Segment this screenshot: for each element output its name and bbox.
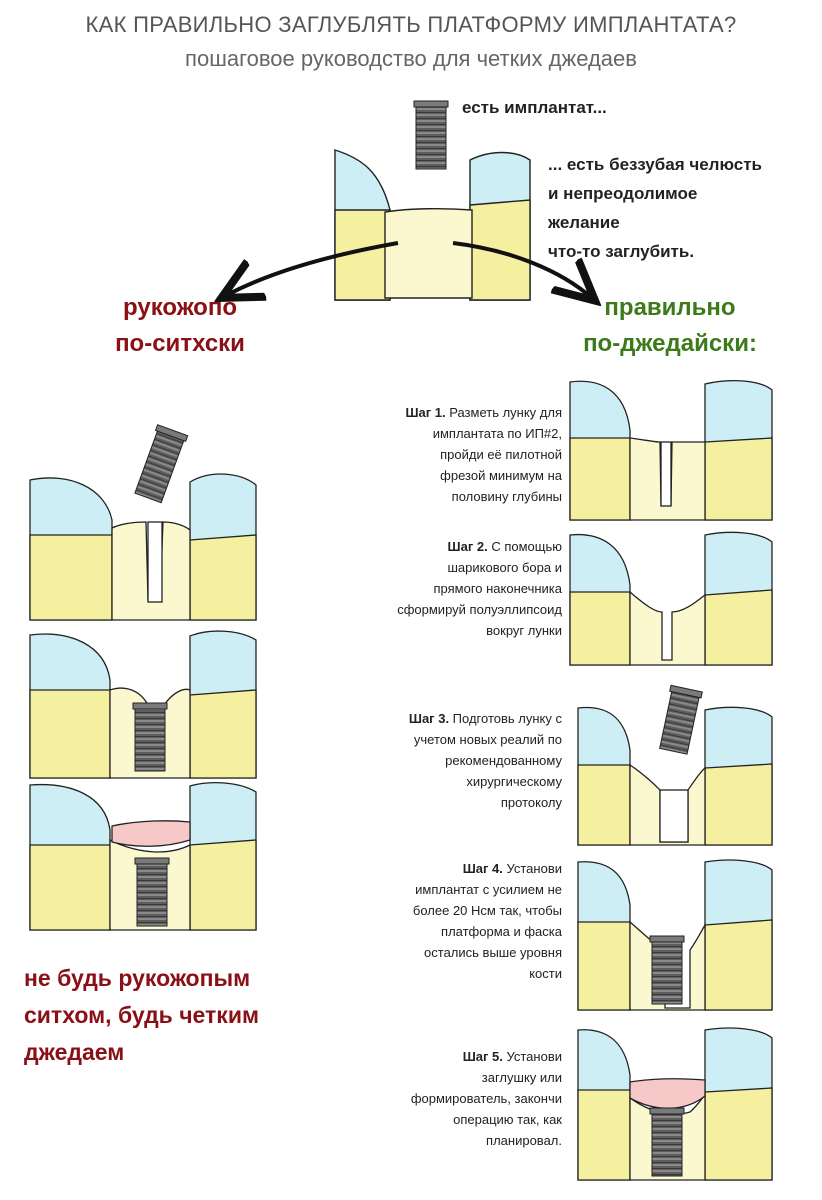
- step-5-line-2: заглушку или: [481, 1070, 562, 1085]
- step-2-text: Шаг 2. С помощью шарикового бора и прямо…: [354, 536, 562, 641]
- step-3-line-3: рекомендованному: [445, 753, 562, 768]
- implant-jedi-3: [659, 684, 703, 755]
- sith-heading-line-2: по-ситхски: [115, 330, 245, 357]
- step-5-line-4: операцию так, как: [453, 1112, 562, 1127]
- step-4-line-3: более 20 Нсм так, чтобы: [412, 903, 562, 918]
- intro-line-5: что-то заглубить.: [548, 242, 695, 261]
- implant-jedi-5: [649, 1107, 685, 1177]
- step-4-line-1: Установи: [502, 861, 562, 876]
- step-1-line-2: имплантата по ИП#2,: [432, 426, 562, 441]
- intro-line-4: желание: [548, 213, 620, 232]
- step-1-line-4: фрезой минимум на: [440, 468, 562, 483]
- step-2-line-3: прямого наконечника: [433, 581, 563, 596]
- jedi-heading-line-2: по-джедайски:: [583, 330, 757, 357]
- intro-line-1: есть имплантат...: [462, 98, 607, 117]
- sith-panel-1: [29, 473, 257, 621]
- step-3-line-4: хирургическому: [466, 774, 562, 789]
- step-2-line-4: сформируй полуэллипсоид: [397, 602, 562, 617]
- final-line-2: ситхом, будь четким: [24, 1002, 259, 1028]
- step-5-text: Шаг 5. Установи заглушку или формировате…: [354, 1046, 562, 1151]
- step-4-line-2: имплантат с усилием не: [415, 882, 562, 897]
- intro-line-3: и непреодолимое: [548, 184, 698, 203]
- page-title: КАК ПРАВИЛЬНО ЗАГЛУБЛЯТЬ ПЛАТФОРМУ ИМПЛА…: [85, 12, 737, 37]
- arrow-left: [225, 241, 399, 296]
- step-3-line-5: протоколу: [500, 795, 562, 810]
- step-2-line-2: шарикового бора и: [447, 560, 562, 575]
- step-5-line-3: формирователь, закончи: [410, 1091, 562, 1106]
- step-1-label: Шаг 1.: [405, 405, 446, 420]
- jedi-heading: правильно по-джедайски:: [545, 290, 795, 362]
- implant-sith-1: [134, 424, 189, 504]
- step-1-text: Шаг 1. Разметь лунку для имплантата по И…: [354, 402, 562, 507]
- implant-jedi-4: [649, 935, 685, 1005]
- step-5-line-5: планировал.: [486, 1133, 562, 1148]
- intro-jaw-illustration: [334, 149, 531, 301]
- sith-panel-3: [29, 782, 257, 931]
- jedi-panel-5: [577, 1027, 773, 1181]
- step-1-line-1: Разметь лунку для: [445, 405, 562, 420]
- intro-line-2: ... есть беззубая челюсть: [548, 155, 762, 174]
- sith-heading: рукожопо по-ситхски: [60, 290, 300, 362]
- jedi-heading-line-1: правильно: [604, 294, 736, 321]
- arrow-right: [452, 241, 592, 298]
- step-3-label: Шаг 3.: [408, 711, 450, 726]
- step-5-label: Шаг 5.: [462, 1049, 503, 1064]
- step-2-label: Шаг 2.: [447, 539, 488, 554]
- step-3-text: Шаг 3. Подготовь лунку с учетом новых ре…: [354, 708, 562, 813]
- step-3-line-2: учетом новых реалий по: [413, 732, 562, 747]
- jedi-panel-4: [577, 859, 773, 1011]
- implant-sith-3: [134, 857, 170, 927]
- step-5-line-1: Установи: [502, 1049, 562, 1064]
- sith-panel-2: [29, 630, 257, 779]
- step-4-line-5: остались выше уровня: [424, 945, 562, 960]
- sith-heading-line-1: рукожопо: [123, 294, 237, 321]
- step-4-line-4: платформа и фаска: [441, 924, 562, 939]
- step-3-line-1: Подготовь лунку с: [449, 711, 562, 726]
- jedi-panel-1: [569, 380, 773, 521]
- step-1-line-3: пройди её пилотной: [440, 447, 562, 462]
- intro-block: ... есть беззубая челюсть и непреодолимо…: [548, 150, 762, 266]
- step-4-label: Шаг 4.: [462, 861, 503, 876]
- final-line-1: не будь рукожопым: [24, 965, 251, 991]
- final-line-3: джедаем: [24, 1039, 125, 1065]
- implant-intro: [413, 100, 449, 170]
- step-2-line-5: вокруг лунки: [486, 623, 562, 638]
- step-4-text: Шаг 4. Установи имплантат с усилием не б…: [354, 858, 562, 984]
- jedi-panel-2: [569, 531, 773, 666]
- final-message: не будь рукожопым ситхом, будь четким дж…: [24, 960, 324, 1071]
- step-2-line-1: С помощью: [487, 539, 562, 554]
- step-1-line-5: половину глубины: [451, 489, 562, 504]
- page-subtitle: пошаговое руководство для четких джедаев: [185, 46, 637, 71]
- implant-sith-2: [132, 702, 168, 772]
- jedi-panel-3: [577, 706, 773, 846]
- step-4-line-6: кости: [529, 966, 562, 981]
